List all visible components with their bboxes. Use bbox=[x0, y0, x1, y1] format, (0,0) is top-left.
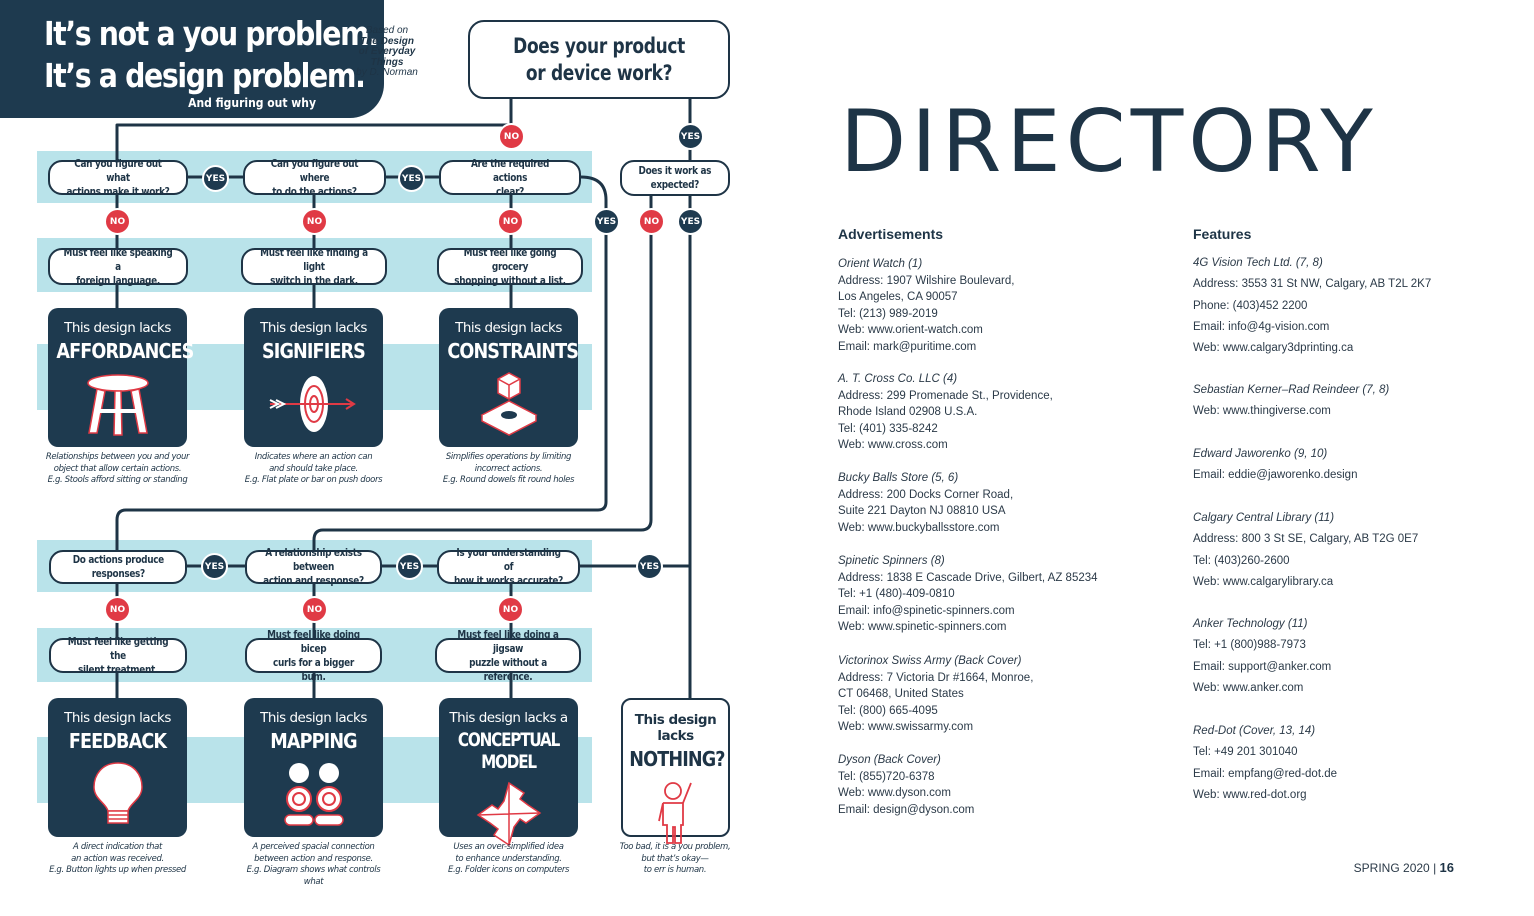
page-number: 16 bbox=[1439, 860, 1454, 875]
no-badge: NO bbox=[104, 596, 131, 623]
yes-badge: YES bbox=[677, 123, 704, 150]
feature-entry: Calgary Central Library (11) Address: 80… bbox=[1193, 512, 1419, 588]
box-mapping: This design lacks MAPPING bbox=[244, 698, 383, 837]
feature-entry: Edward Jaworenko (9, 10) Email: eddie@ja… bbox=[1193, 448, 1358, 482]
ad-entry: Spinetic Spinners (8) Address: 1838 E Ca… bbox=[838, 555, 1098, 634]
box-conceptual-model: This design lacks a CONCEPTUAL MODEL bbox=[439, 698, 578, 847]
connector-no-path bbox=[115, 99, 513, 160]
advertisements-heading: Advertisements bbox=[838, 226, 944, 242]
no-badge: NO bbox=[497, 208, 524, 235]
no-badge: NO bbox=[104, 208, 131, 235]
lightbulb-icon bbox=[92, 762, 143, 824]
main-title-line-1: It’s not a you problem. bbox=[44, 14, 379, 53]
page-footer: SPRING 2020 | 16 bbox=[1354, 860, 1454, 875]
person-hand-raised-icon bbox=[657, 782, 692, 844]
connector-works-no bbox=[312, 196, 653, 552]
box-feedback: This design lacks FEEDBACK bbox=[48, 698, 187, 837]
box-nothing: This design lacks NOTHING? bbox=[621, 698, 730, 844]
connector-clear-yes bbox=[115, 175, 608, 552]
caption-nothing: Too bad, it is a you problem,but that’s … bbox=[619, 842, 731, 875]
no-badge: NO bbox=[638, 208, 665, 235]
directory-title: DIRECTORY bbox=[840, 92, 1378, 192]
yes-badge: YES bbox=[201, 553, 228, 580]
no-badge: NO bbox=[498, 123, 525, 150]
feature-entry: Sebastian Kerner–Rad Reindeer (7, 8) Web… bbox=[1193, 384, 1390, 418]
feature-entry: Anker Technology (11) Tel: +1 (800)988-7… bbox=[1193, 618, 1332, 694]
title-banner: It’s not a you problem. It’s a design pr… bbox=[0, 0, 384, 118]
feature-entry: Red-Dot (Cover, 13, 14) Tel: +49 201 301… bbox=[1193, 725, 1337, 801]
subtitle: And figuring out why bbox=[188, 96, 316, 110]
no-badge: NO bbox=[497, 596, 524, 623]
yes-badge: YES bbox=[202, 165, 229, 192]
yes-badge: YES bbox=[677, 208, 704, 235]
dowel-block-icon bbox=[479, 372, 538, 436]
box-affordances: This design lacks AFFORDANCES bbox=[48, 308, 194, 447]
stool-icon bbox=[86, 374, 149, 436]
stove-burners-icon bbox=[283, 763, 344, 826]
no-badge: NO bbox=[301, 208, 328, 235]
main-title-line-2: It’s a design problem. bbox=[44, 56, 366, 95]
yes-badge: YES bbox=[636, 553, 663, 580]
feature-entry: 4G Vision Tech Ltd. (7, 8) Address: 3553… bbox=[1193, 257, 1432, 355]
box-signifiers: This design lacks SIGNIFIERS bbox=[244, 308, 383, 447]
puzzle-icon bbox=[476, 781, 541, 847]
ad-entry: Victorinox Swiss Army (Back Cover) Addre… bbox=[838, 655, 1034, 734]
footer-season: SPRING 2020 bbox=[1353, 861, 1430, 875]
yes-badge: YES bbox=[398, 165, 425, 192]
box-constraints: This design lacks CONSTRAINTS bbox=[439, 308, 579, 447]
yes-badge: YES bbox=[593, 208, 620, 235]
no-badge: NO bbox=[301, 596, 328, 623]
target-arrow-icon bbox=[269, 376, 356, 432]
ad-entry: A. T. Cross Co. LLC (4) Address: 299 Pro… bbox=[838, 373, 1053, 452]
features-heading: Features bbox=[1193, 226, 1252, 242]
ad-entry: Orient Watch (1) Address: 1907 Wilshire … bbox=[838, 258, 1015, 353]
source-credit: Based on The Design of Everyday Things b… bbox=[356, 25, 418, 78]
ad-entry: Bucky Balls Store (5, 6) Address: 200 Do… bbox=[838, 472, 1014, 534]
footer-separator: | bbox=[1433, 861, 1437, 875]
yes-badge: YES bbox=[396, 553, 423, 580]
